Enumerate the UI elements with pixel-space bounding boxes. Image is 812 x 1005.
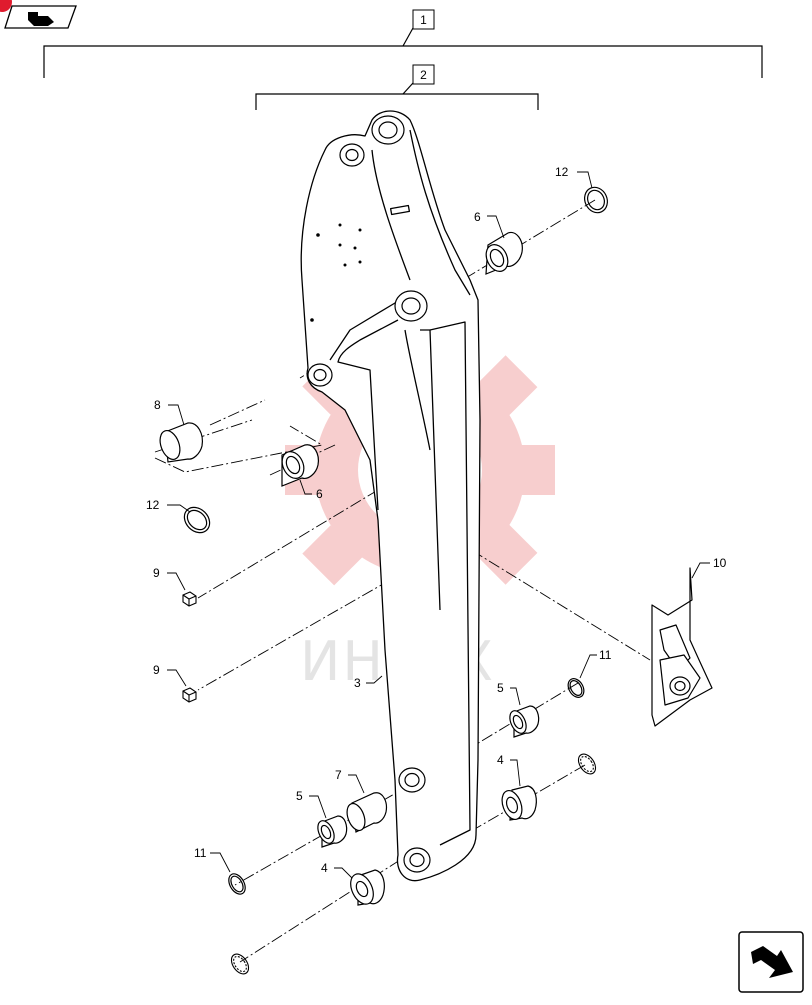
assembly-box-2	[412, 64, 435, 85]
callout-3: 3	[354, 676, 361, 690]
assembly-bracket-1	[43, 27, 763, 78]
callout-10: 10	[713, 556, 727, 570]
callout-4-right: 4	[497, 753, 504, 767]
boom-bolt-holes	[310, 223, 362, 322]
callout-labels: 12 6 8 12 6 9 9 3 10 11 5 4 7 5 11 4	[146, 165, 727, 875]
callout-6-top: 6	[474, 210, 481, 224]
callout-8: 8	[154, 398, 161, 412]
assembly-label-2: 2	[420, 68, 427, 82]
part-12-ring-left	[183, 506, 211, 534]
page-arrow-icon	[738, 931, 804, 993]
leader-lines	[167, 171, 710, 879]
callout-4-left: 4	[321, 861, 328, 875]
callout-7: 7	[335, 768, 342, 782]
callout-5-left: 5	[296, 789, 303, 803]
part-4-pin-right	[501, 785, 537, 821]
callout-11-right: 11	[599, 648, 612, 662]
assembly-bracket-2	[255, 82, 539, 110]
part-5-bushing-left	[317, 815, 348, 848]
callout-9-upper: 9	[153, 566, 160, 580]
callout-6-left: 6	[316, 487, 323, 501]
next-page-button[interactable]	[737, 930, 805, 994]
part-9-fitting-lower	[182, 687, 197, 703]
part-5-bushing-right	[509, 705, 540, 738]
part-7-sleeve	[346, 792, 388, 833]
part-11-ring-right	[567, 678, 585, 698]
boom-arm	[300, 110, 481, 882]
part-4-pin-left	[350, 869, 385, 906]
assembly-label-1: 1	[420, 13, 427, 27]
callout-9-lower: 9	[153, 663, 160, 677]
snap-ring-right	[577, 753, 597, 775]
assembly-box-1	[412, 9, 435, 30]
part-11-ring-left	[228, 873, 246, 895]
previous-page-button[interactable]	[4, 4, 78, 30]
snap-ring-bottom	[230, 953, 250, 975]
callout-12-top: 12	[555, 165, 569, 179]
part-6-bushing-top	[485, 231, 523, 275]
part-6-bushing-left	[281, 444, 319, 487]
callout-11-left: 11	[194, 846, 207, 860]
part-12-ring-top	[584, 186, 608, 214]
page-arrow-icon	[4, 5, 77, 29]
boom-bores	[307, 115, 431, 873]
part-9-fitting-upper	[182, 591, 197, 607]
part-10-plate	[651, 567, 713, 727]
part-8-bushing	[159, 422, 203, 463]
callout-5-right: 5	[497, 681, 504, 695]
red-dot-icon	[0, 0, 12, 12]
callout-12-left: 12	[146, 498, 160, 512]
